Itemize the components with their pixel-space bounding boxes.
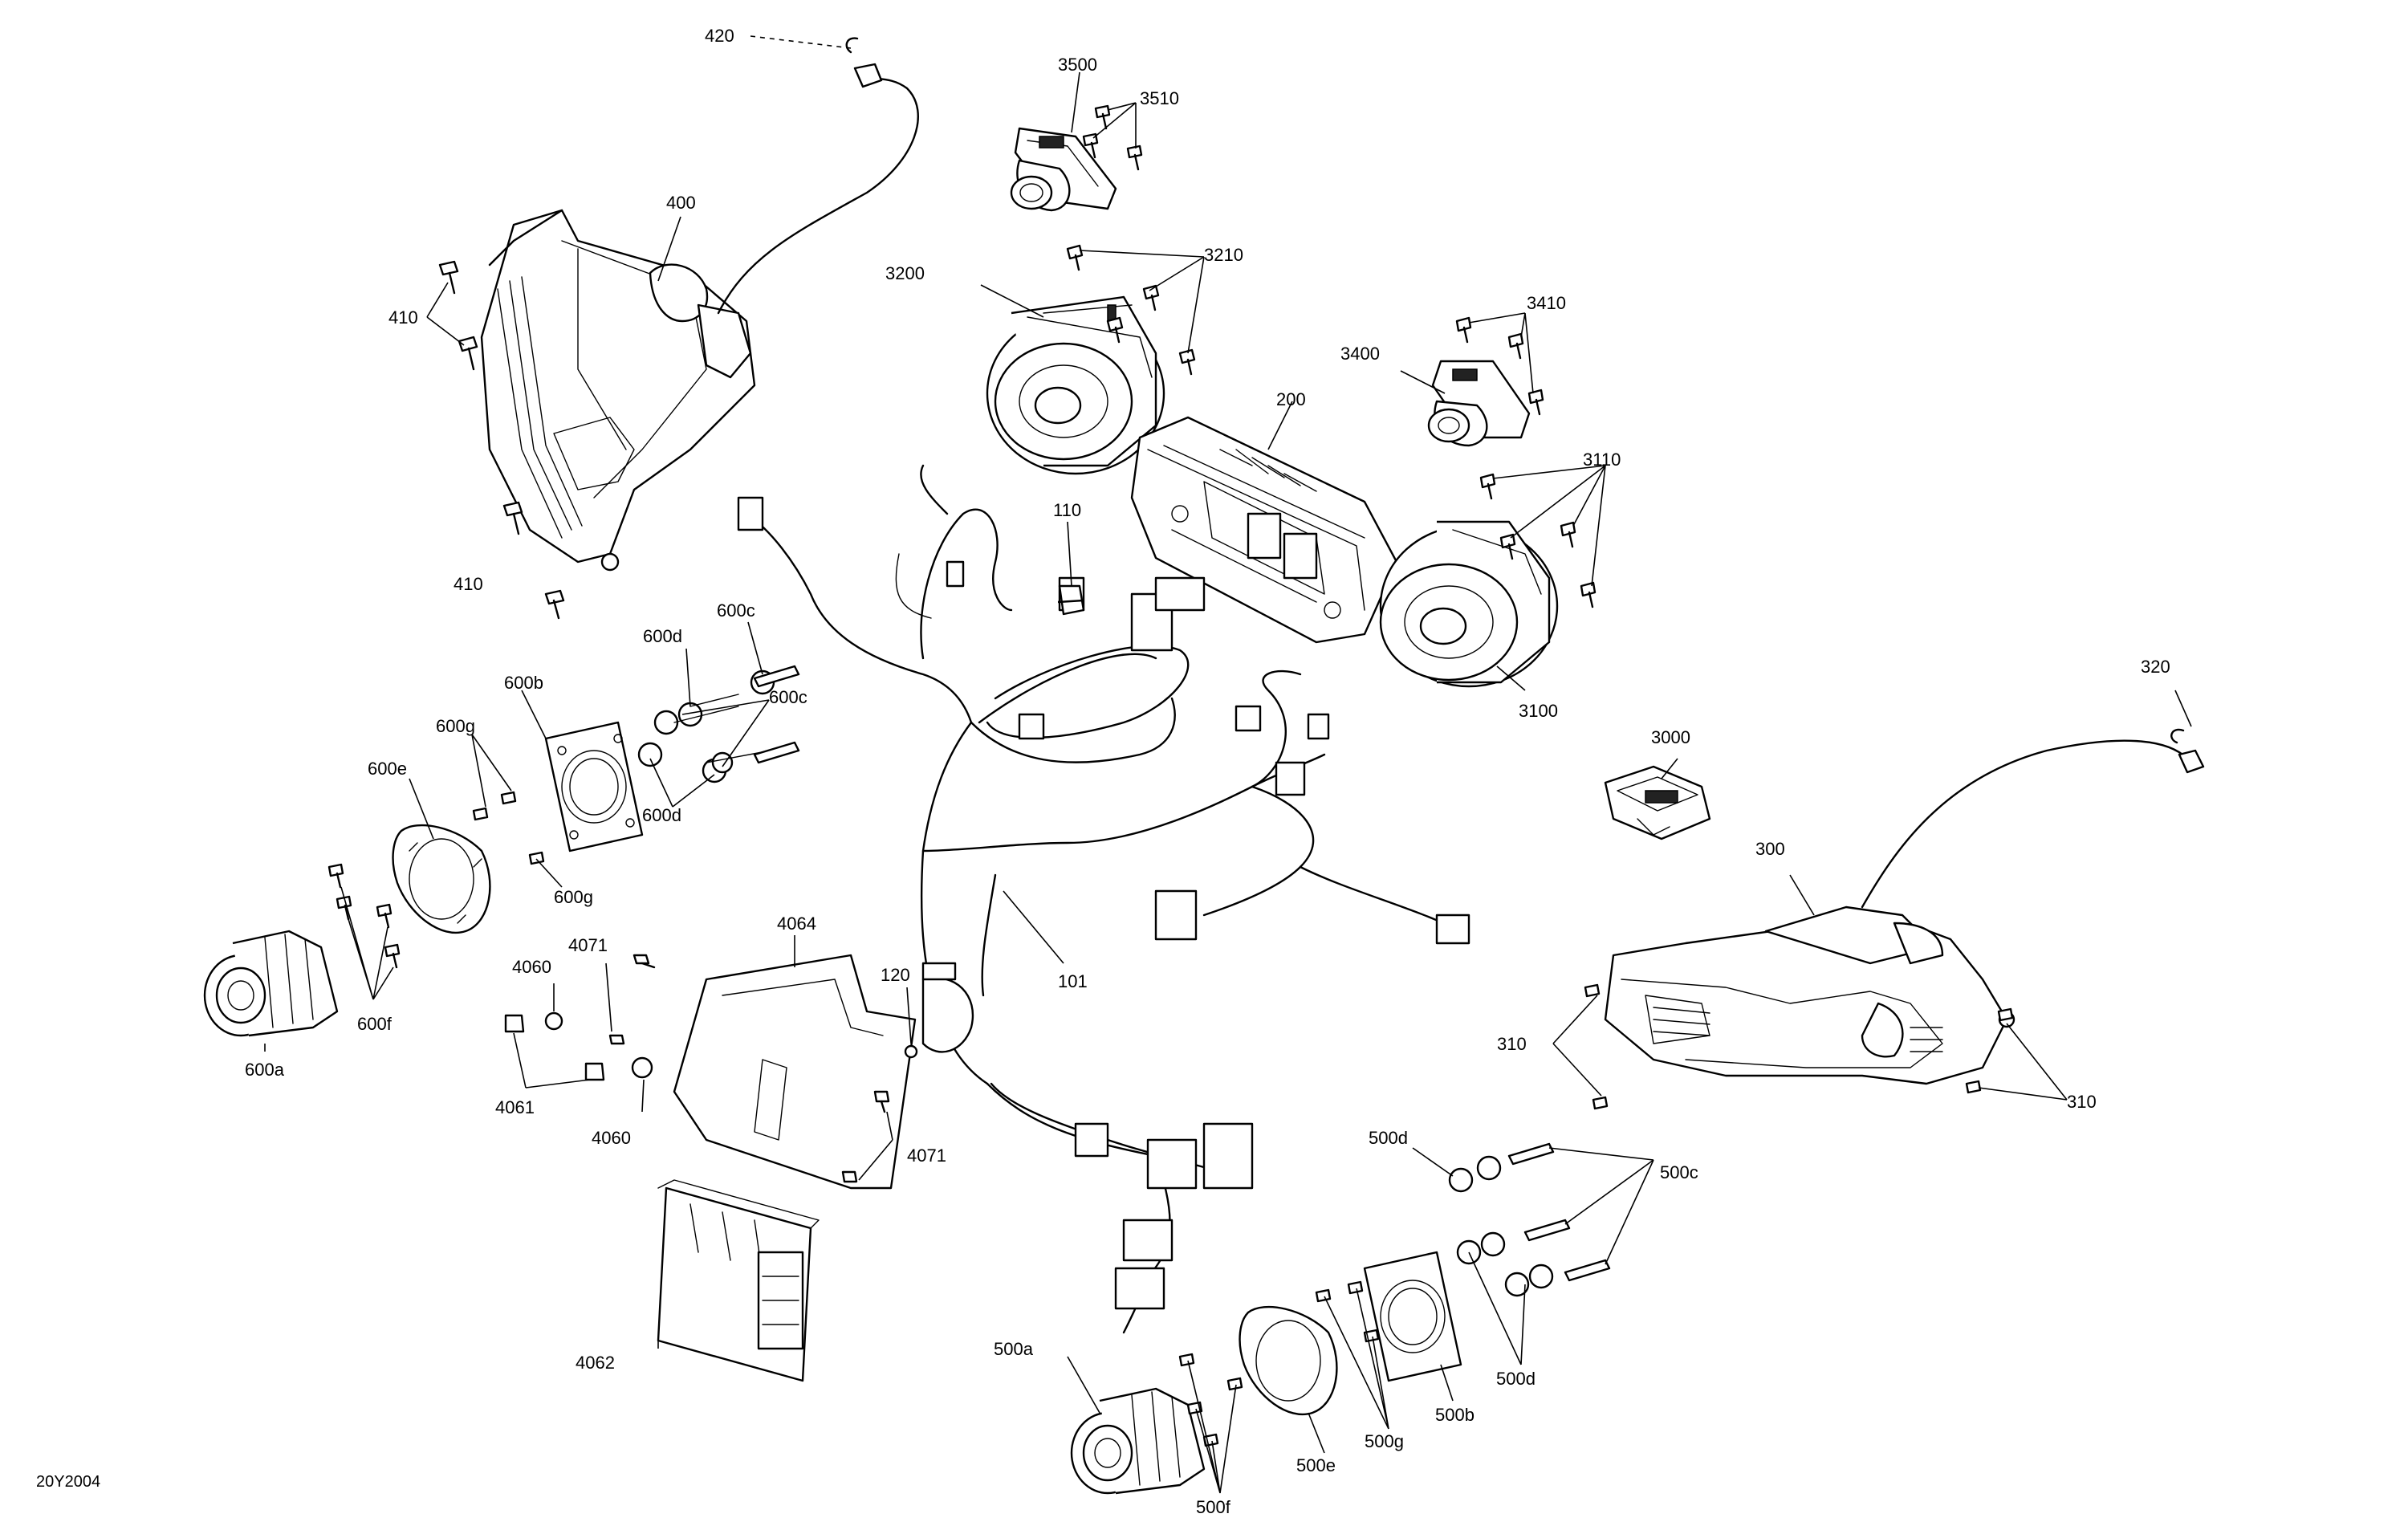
wiring-harness-101 [737,464,1470,1334]
hardware-4060-4061-4071 [504,954,918,1183]
callout-400: 400 [666,193,696,213]
bolts-410 [438,260,565,620]
right-headlight-300 [1604,728,2205,1085]
callout-600c-upper: 600c [717,600,755,621]
callout-500c: 500c [1660,1162,1698,1182]
callout-200: 200 [1276,389,1306,409]
callout-600g-upper: 600g [436,716,475,736]
fog-ring-500e [1239,1306,1338,1416]
fog-ring-600e [392,824,491,934]
callout-110: 110 [1053,500,1081,520]
callout-101: 101 [1058,971,1088,991]
callout-4064: 4064 [777,914,816,934]
callout-600f: 600f [357,1014,393,1034]
fog-light-500a [1070,1387,1206,1495]
callout-310-right: 310 [2067,1092,2097,1112]
callout-600d-upper: 600d [643,626,682,646]
callout-600c-middle: 600c [769,687,807,707]
callout-4061: 4061 [495,1097,535,1117]
screws-3110 [1479,473,1597,608]
callout-labels: 420 3500 3510 400 410 410 3200 3210 3410… [36,26,2170,1517]
left-headlight-400 [480,37,919,572]
callout-410-upper: 410 [388,307,418,328]
fog-light-600a [203,930,339,1037]
callout-4071-lower: 4071 [907,1146,946,1166]
speaker-3100 [1379,520,1559,688]
screws-310 [1584,983,2014,1110]
callout-4071-upper: 4071 [568,935,608,955]
callout-3500: 3500 [1058,55,1097,75]
callout-310-left: 310 [1497,1034,1527,1054]
callout-3510: 3510 [1140,88,1179,108]
callout-500f: 500f [1196,1497,1231,1517]
fog-plate-600b [544,721,644,853]
callout-420: 420 [705,26,734,46]
callout-500d-upper: 500d [1369,1128,1408,1148]
callout-3000: 3000 [1651,727,1690,747]
speaker-3200 [986,295,1165,475]
switch-3000 [1604,765,1711,840]
callout-300: 300 [1755,839,1785,859]
callout-4062: 4062 [576,1353,615,1373]
amplifier-200 [1130,416,1398,644]
callout-3400: 3400 [1340,344,1380,364]
callout-410-lower: 410 [454,574,483,594]
screws-3510 [1082,104,1143,171]
bracket-4064 [673,954,917,1190]
callout-600e: 600e [368,759,407,779]
callout-120: 120 [881,965,910,985]
callout-500b: 500b [1435,1405,1474,1425]
callout-500e: 500e [1296,1455,1336,1475]
callout-600b: 600b [504,673,543,693]
callout-500a: 500a [994,1339,1034,1359]
screws-3410 [1455,316,1544,416]
screws-3210 [1066,244,1196,376]
callout-3410: 3410 [1527,293,1566,313]
callout-600a: 600a [245,1060,285,1080]
callout-3210: 3210 [1204,245,1243,265]
leader-lines [264,35,2192,1494]
callout-4060-upper: 4060 [512,957,551,977]
ecu-module-4062 [657,1179,820,1382]
callout-600d-lower: 600d [642,805,681,825]
diagram-reference-code: 20Y2004 [36,1473,100,1491]
fog-plate-500b [1363,1251,1462,1382]
fog-bulbs-500c-500d [1448,1142,1611,1297]
callout-3200: 3200 [885,263,925,283]
callout-500d-lower: 500d [1496,1369,1536,1389]
callout-500g: 500g [1365,1431,1404,1451]
callout-600g-lower: 600g [554,887,593,907]
fog-screws-600f-600g [327,791,545,969]
callout-4060-lower: 4060 [592,1128,631,1148]
tweeter-3500 [1010,127,1117,212]
fog-bulbs-600c-600d [637,665,800,783]
callout-3110: 3110 [1583,450,1621,470]
callout-320: 320 [2141,657,2170,677]
callout-3100: 3100 [1519,701,1558,721]
tweeter-3400 [1427,360,1531,447]
